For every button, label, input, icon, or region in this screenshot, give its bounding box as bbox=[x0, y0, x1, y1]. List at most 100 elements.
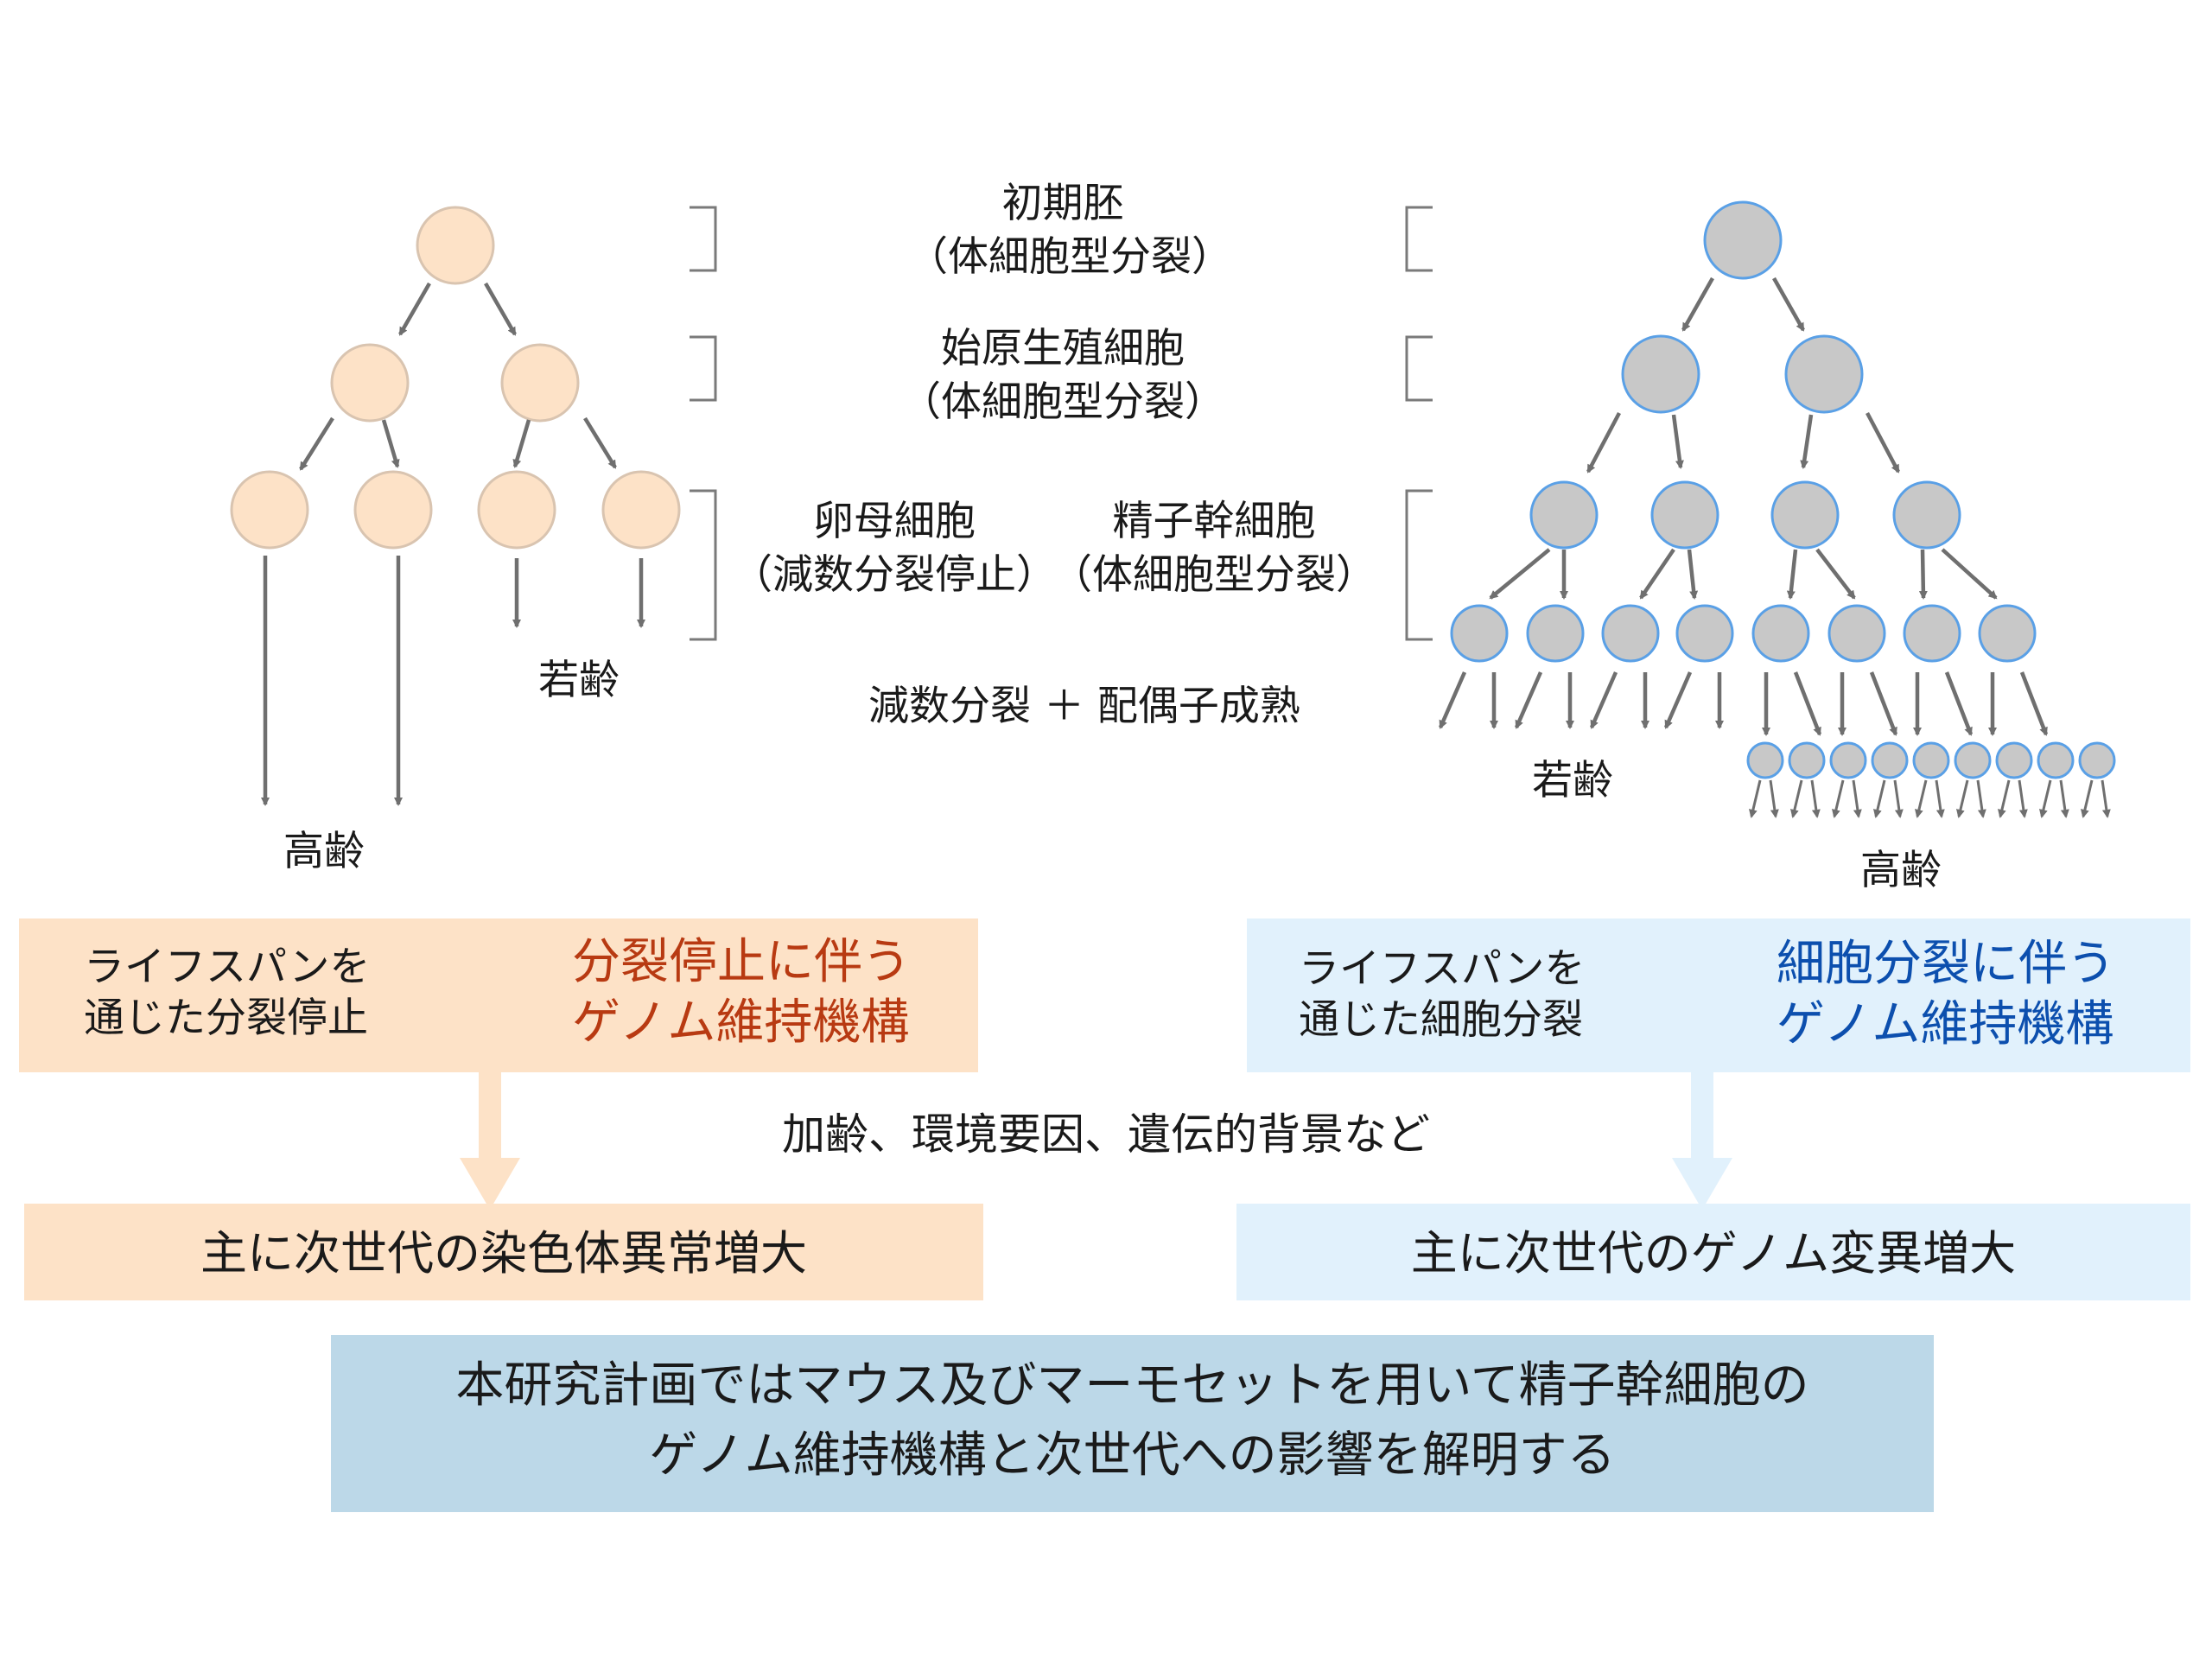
stage-ssc-label: 精子幹細胞 （体細胞型分裂） bbox=[1052, 498, 1376, 600]
male-spermatocyte-cell bbox=[2078, 741, 2116, 779]
lineage-arrow bbox=[1681, 276, 1714, 332]
male-ssc-cell bbox=[1892, 480, 1961, 550]
lineage-arrow bbox=[1772, 276, 1805, 332]
bracket-gametogenesis-left bbox=[690, 489, 717, 641]
male-young-arrow bbox=[1514, 671, 1543, 729]
lineage-arrow bbox=[512, 419, 531, 468]
male-young-label: 若齢 bbox=[1532, 757, 1613, 804]
female-pgc-cell bbox=[500, 343, 580, 423]
male-meiosis-arrow bbox=[1793, 671, 1822, 736]
male-spermatogonial-lineage-tree bbox=[1438, 200, 2116, 818]
female-old-label: 高齢 bbox=[283, 828, 365, 875]
male-meiosis-arrow bbox=[2019, 671, 2049, 736]
lineage-arrow bbox=[583, 416, 617, 469]
female-embryo-cell bbox=[416, 206, 495, 285]
lineage-arrow bbox=[484, 282, 517, 336]
male-ssc-cell bbox=[1601, 604, 1660, 663]
male-old-arrow bbox=[1935, 779, 1945, 818]
lineage-arrow bbox=[299, 416, 334, 471]
bracket-early-embryo-left bbox=[690, 206, 717, 272]
male-old-arrow bbox=[1852, 779, 1862, 818]
male-spermatocyte-cell bbox=[1912, 741, 1950, 779]
male-old-arrow bbox=[1914, 779, 1928, 818]
male-old-arrow bbox=[1831, 779, 1845, 818]
lineage-arrow bbox=[1671, 414, 1684, 469]
male-outcome-text: 主に次世代のゲノム変異増大 bbox=[1410, 1226, 2017, 1281]
male-old-arrow bbox=[1789, 779, 1803, 818]
male-mechanism-box: ライフスパンを 通じた細胞分裂 細胞分裂に伴う ゲノム維持機構 bbox=[1247, 918, 2190, 1072]
lineage-arrow bbox=[1639, 548, 1675, 600]
male-old-label: 高齢 bbox=[1860, 847, 1942, 894]
conclusion-box: 本研究計画ではマウス及びマーモセットを用いて精子幹細胞の ゲノム維持機構と次世代… bbox=[331, 1335, 1934, 1512]
male-ssc-cell bbox=[1450, 604, 1509, 663]
male-pgc-cell bbox=[1784, 334, 1864, 414]
female-outcome-box: 主に次世代の染色体異常増大 bbox=[24, 1204, 983, 1300]
lineage-arrow bbox=[398, 282, 431, 336]
factors-label: 加齢、環境要因、遺伝的背景など bbox=[782, 1109, 1430, 1160]
stage-meiosis-label: 減数分裂 ＋ 配偶子成熟 bbox=[868, 683, 1300, 730]
male-ssc-cell bbox=[1675, 604, 1734, 663]
male-old-arrow bbox=[2018, 779, 2028, 818]
male-ssc-cell bbox=[1978, 604, 2037, 663]
stage-early-embryo-label: 初期胚 （体細胞型分裂） bbox=[907, 180, 1232, 282]
male-old-arrow bbox=[1872, 779, 1886, 818]
male-pgc-cell bbox=[1621, 334, 1700, 414]
male-spermatocyte-cell bbox=[1788, 741, 1826, 779]
male-mechanism-result: 細胞分裂に伴う ゲノム維持機構 bbox=[1777, 936, 2115, 1052]
female-mechanism-result: 分裂停止に伴う ゲノム維持機構 bbox=[572, 934, 911, 1051]
lineage-arrow bbox=[1786, 549, 1798, 600]
female-pgc-cell bbox=[330, 343, 410, 423]
female-mechanism-cause: ライフスパンを 通じた分裂停止 bbox=[84, 944, 371, 1042]
conclusion-text: 本研究計画ではマウス及びマーモセットを用いて精子幹細胞の ゲノム維持機構と次世代… bbox=[455, 1357, 1809, 1484]
male-ssc-cell bbox=[1650, 480, 1719, 550]
male-ssc-cell bbox=[1526, 604, 1585, 663]
stage-oocyte-label: 卵母細胞 （減数分裂停止） bbox=[732, 498, 1057, 600]
female-mechanism-box: ライフスパンを 通じた分裂停止 分裂停止に伴う ゲノム維持機構 bbox=[19, 918, 978, 1072]
female-oocyte-cell bbox=[353, 470, 433, 550]
male-ssc-cell bbox=[1770, 480, 1840, 550]
male-young-arrow bbox=[1663, 671, 1693, 729]
male-spermatocyte-cell bbox=[1954, 741, 1992, 779]
male-old-arrow bbox=[1810, 779, 1821, 818]
male-old-arrow bbox=[1955, 779, 1969, 818]
male-spermatocyte-cell bbox=[1871, 741, 1909, 779]
stage-pgc-label: 始原生殖細胞 （体細胞型分裂） bbox=[900, 325, 1225, 427]
male-outcome-arrow bbox=[1672, 1072, 1732, 1210]
male-ssc-cell bbox=[1827, 604, 1886, 663]
male-old-arrow bbox=[1997, 779, 2011, 818]
male-spermatocyte-cell bbox=[1746, 741, 1784, 779]
lineage-arrow bbox=[1866, 411, 1900, 474]
male-meiosis-arrow bbox=[1944, 671, 1974, 736]
bracket-pgc-left bbox=[690, 335, 717, 402]
female-oocyte-cell bbox=[230, 470, 309, 550]
male-spermatocyte-cell bbox=[1829, 741, 1867, 779]
female-young-label: 若齢 bbox=[538, 657, 620, 704]
lineage-arrow bbox=[1815, 548, 1856, 600]
female-oocyte-cell bbox=[601, 470, 681, 550]
female-outcome-arrow bbox=[460, 1072, 520, 1210]
lineage-arrow bbox=[1586, 411, 1621, 474]
lineage-arrow bbox=[1941, 548, 1998, 600]
female-oocyte-lineage-tree bbox=[230, 206, 681, 806]
male-meiosis-arrow bbox=[1869, 671, 1898, 736]
male-young-arrow bbox=[1438, 671, 1467, 729]
bracket-pgc-right bbox=[1405, 335, 1433, 402]
male-embryo-cell bbox=[1703, 200, 1783, 280]
male-spermatocyte-cell bbox=[2037, 741, 2075, 779]
male-old-arrow bbox=[2101, 779, 2111, 818]
male-old-arrow bbox=[1769, 779, 1779, 818]
male-ssc-cell bbox=[1903, 604, 1961, 663]
male-old-arrow bbox=[2080, 779, 2094, 818]
bracket-gametogenesis-right bbox=[1405, 489, 1433, 641]
male-outcome-box: 主に次世代のゲノム変異増大 bbox=[1236, 1204, 2190, 1300]
male-ssc-cell bbox=[1751, 604, 1810, 663]
bracket-early-embryo-right bbox=[1405, 206, 1433, 272]
female-outcome-text: 主に次世代の染色体異常増大 bbox=[200, 1226, 807, 1281]
lineage-arrow bbox=[1800, 414, 1814, 469]
male-young-arrow bbox=[1589, 671, 1618, 729]
lineage-arrow bbox=[381, 419, 400, 468]
male-ssc-cell bbox=[1529, 480, 1599, 550]
male-mechanism-cause: ライフスパンを 通じた細胞分裂 bbox=[1299, 945, 1586, 1044]
lineage-arrow bbox=[1489, 548, 1551, 600]
